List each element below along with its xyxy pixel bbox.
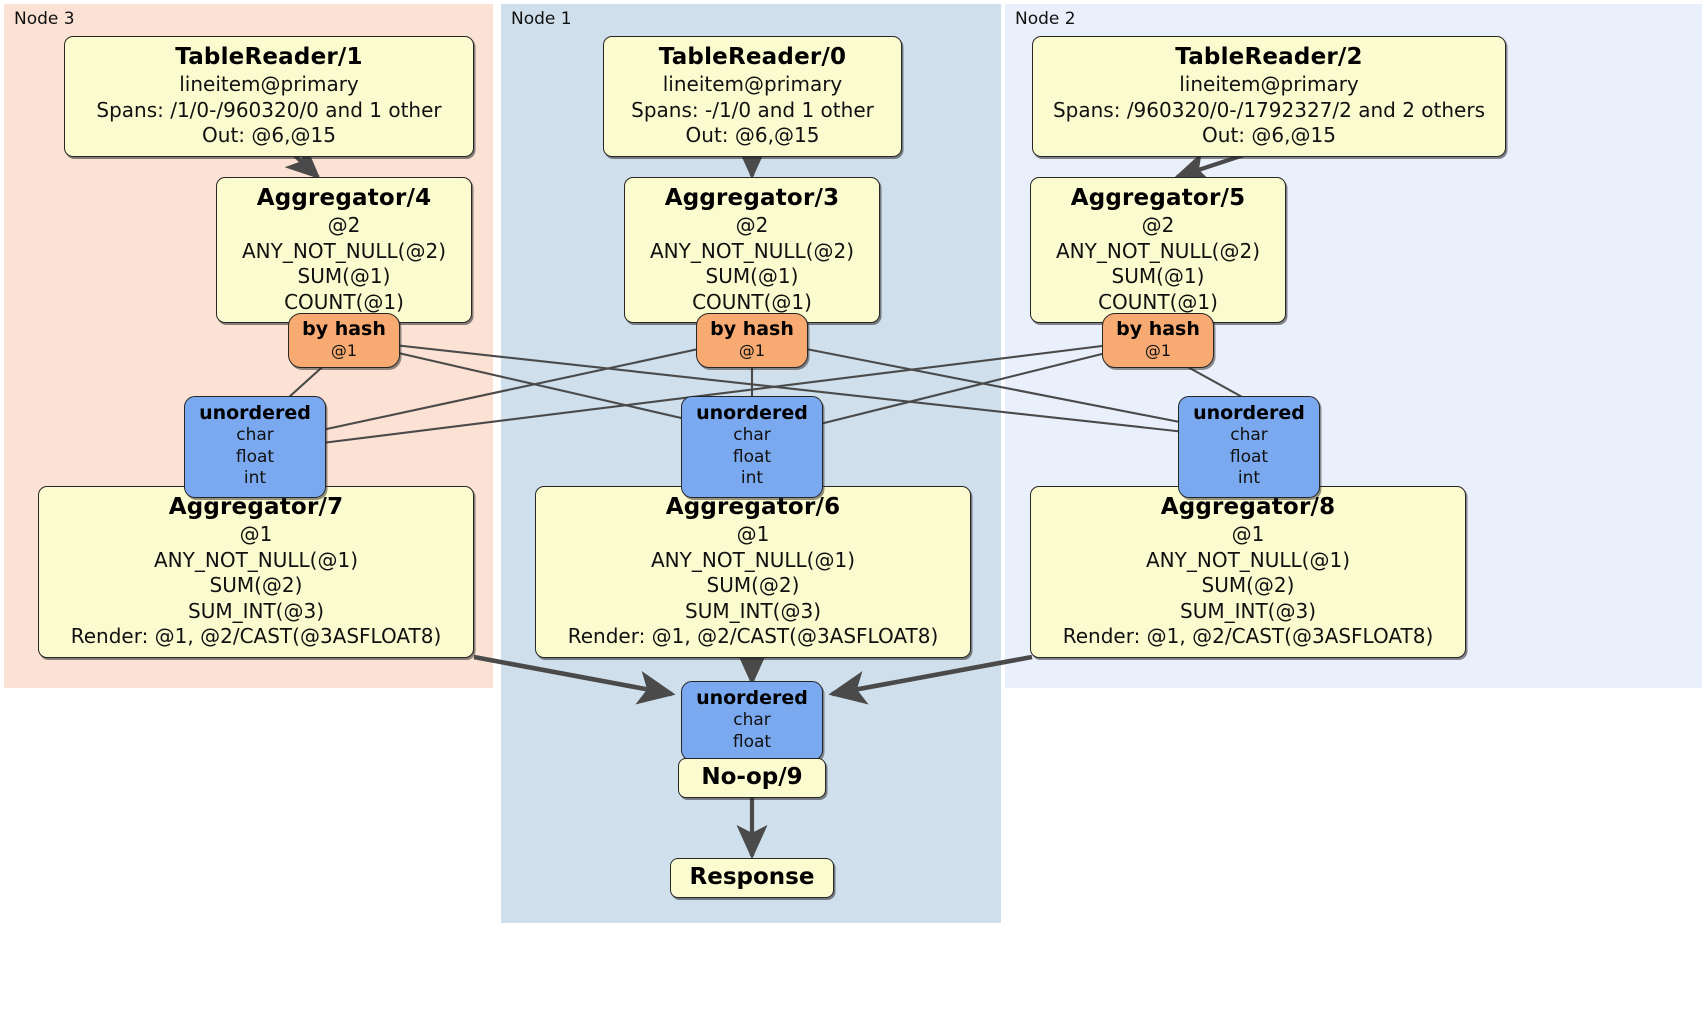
processor-agg-2: SUM(@2): [706, 573, 800, 597]
processor-agg-3: SUM_INT(@3): [188, 598, 324, 623]
processor-response[interactable]: Response: [670, 858, 834, 898]
synchronizer-type-1: float: [732, 446, 772, 467]
processor-group: @2: [735, 213, 769, 237]
processor-tablereader-1[interactable]: TableReader/1 lineitem@primary Spans: /1…: [64, 36, 474, 157]
processor-agg-1: ANY_NOT_NULL(@1): [154, 547, 358, 572]
synchronizer-type-1: float: [1229, 446, 1269, 467]
processor-aggregator-4[interactable]: Aggregator/4 @2 ANY_NOT_NULL(@2) SUM(@1)…: [216, 177, 472, 323]
processor-agg-2: SUM(@1): [297, 264, 391, 288]
synchronizer-unordered-node3[interactable]: unordered char float int: [184, 396, 326, 498]
processor-title: TableReader/2: [1175, 44, 1363, 70]
router-by-hash-node3[interactable]: by hash @1: [288, 313, 400, 368]
processor-agg-2: SUM(@2): [209, 573, 303, 597]
synchronizer-type-0: char: [733, 710, 771, 730]
router-title: by hash: [710, 318, 794, 340]
node-panel-label-node2: Node 2: [1015, 9, 1076, 29]
router-title: by hash: [1116, 318, 1200, 340]
processor-render: Render: @1, @2/CAST(@3ASFLOAT8): [70, 624, 442, 648]
synchronizer-type-0: char: [733, 425, 771, 445]
processor-title: TableReader/1: [175, 44, 363, 70]
router-column: @1: [738, 341, 766, 360]
processor-group: @2: [327, 213, 361, 237]
processor-aggregator-5[interactable]: Aggregator/5 @2 ANY_NOT_NULL(@2) SUM(@1)…: [1030, 177, 1286, 323]
processor-agg-3: COUNT(@1): [1098, 289, 1218, 314]
processor-aggregator-3[interactable]: Aggregator/3 @2 ANY_NOT_NULL(@2) SUM(@1)…: [624, 177, 880, 323]
synchronizer-type-1: float: [235, 446, 275, 467]
processor-out: Out: @6,@15: [1202, 123, 1336, 147]
synchronizer-title: unordered: [199, 402, 311, 424]
synchronizer-title: unordered: [696, 402, 808, 424]
synchronizer-title: unordered: [696, 687, 808, 709]
router-column: @1: [1144, 341, 1172, 360]
synchronizer-type-2: int: [1237, 468, 1261, 488]
processor-title: No-op/9: [701, 764, 803, 790]
processor-source: lineitem@primary: [1179, 72, 1359, 96]
processor-agg-1: ANY_NOT_NULL(@1): [651, 547, 855, 572]
processor-aggregator-6[interactable]: Aggregator/6 @1 ANY_NOT_NULL(@1) SUM(@2)…: [535, 486, 971, 658]
processor-render: Render: @1, @2/CAST(@3ASFLOAT8): [1062, 624, 1434, 648]
router-title: by hash: [302, 318, 386, 340]
processor-render: Render: @1, @2/CAST(@3ASFLOAT8): [567, 624, 939, 648]
processor-aggregator-8[interactable]: Aggregator/8 @1 ANY_NOT_NULL(@1) SUM(@2)…: [1030, 486, 1466, 658]
router-column: @1: [330, 341, 358, 360]
processor-title: Aggregator/6: [665, 494, 841, 520]
synchronizer-title: unordered: [1193, 402, 1305, 424]
processor-agg-1: ANY_NOT_NULL(@1): [1146, 547, 1350, 572]
processor-group: @1: [736, 522, 770, 546]
processor-title: Aggregator/8: [1160, 494, 1336, 520]
processor-title: Aggregator/4: [256, 185, 432, 211]
processor-agg-3: SUM_INT(@3): [1180, 598, 1316, 623]
processor-title: Response: [689, 864, 815, 890]
processor-agg-1: ANY_NOT_NULL(@2): [1056, 238, 1260, 263]
synchronizer-type-0: char: [1230, 425, 1268, 445]
processor-spans: Spans: /1/0-/960320/0 and 1 other: [96, 97, 442, 122]
node-panel-label-node1: Node 1: [511, 9, 572, 29]
processor-spans: Spans: /960320/0-/1792327/2 and 2 others: [1052, 97, 1485, 122]
processor-agg-3: SUM_INT(@3): [685, 598, 821, 623]
processor-title: Aggregator/3: [664, 185, 840, 211]
processor-agg-2: SUM(@2): [1201, 573, 1295, 597]
processor-group: @1: [1231, 522, 1265, 546]
processor-tablereader-0[interactable]: TableReader/0 lineitem@primary Spans: -/…: [603, 36, 902, 157]
processor-agg-3: COUNT(@1): [692, 289, 812, 314]
processor-out: Out: @6,@15: [685, 123, 820, 147]
processor-out: Out: @6,@15: [202, 123, 336, 147]
synchronizer-type-2: int: [243, 468, 267, 488]
processor-spans: Spans: -/1/0 and 1 other: [631, 97, 874, 122]
synchronizer-type-2: int: [740, 468, 764, 488]
processor-source: lineitem@primary: [662, 72, 843, 96]
processor-agg-2: SUM(@1): [705, 264, 799, 288]
processor-title: TableReader/0: [658, 44, 847, 70]
synchronizer-unordered-final[interactable]: unordered char float: [681, 681, 823, 761]
processor-group: @1: [239, 522, 273, 546]
synchronizer-type-0: char: [236, 425, 274, 445]
processor-agg-2: SUM(@1): [1111, 264, 1205, 288]
processor-agg-1: ANY_NOT_NULL(@2): [650, 238, 854, 263]
router-by-hash-node2[interactable]: by hash @1: [1102, 313, 1214, 368]
router-by-hash-node1[interactable]: by hash @1: [696, 313, 808, 368]
processor-tablereader-2[interactable]: TableReader/2 lineitem@primary Spans: /9…: [1032, 36, 1506, 157]
synchronizer-unordered-node1[interactable]: unordered char float int: [681, 396, 823, 498]
processor-noop-9[interactable]: No-op/9: [678, 758, 826, 798]
processor-agg-1: ANY_NOT_NULL(@2): [242, 238, 446, 263]
processor-aggregator-7[interactable]: Aggregator/7 @1 ANY_NOT_NULL(@1) SUM(@2)…: [38, 486, 474, 658]
processor-agg-3: COUNT(@1): [284, 289, 404, 314]
processor-source: lineitem@primary: [179, 72, 359, 96]
synchronizer-unordered-node2[interactable]: unordered char float int: [1178, 396, 1320, 498]
node-panel-label-node3: Node 3: [14, 9, 75, 29]
processor-title: Aggregator/5: [1070, 185, 1246, 211]
processor-group: @2: [1141, 213, 1175, 237]
processor-title: Aggregator/7: [168, 494, 344, 520]
synchronizer-type-1: float: [732, 731, 772, 752]
